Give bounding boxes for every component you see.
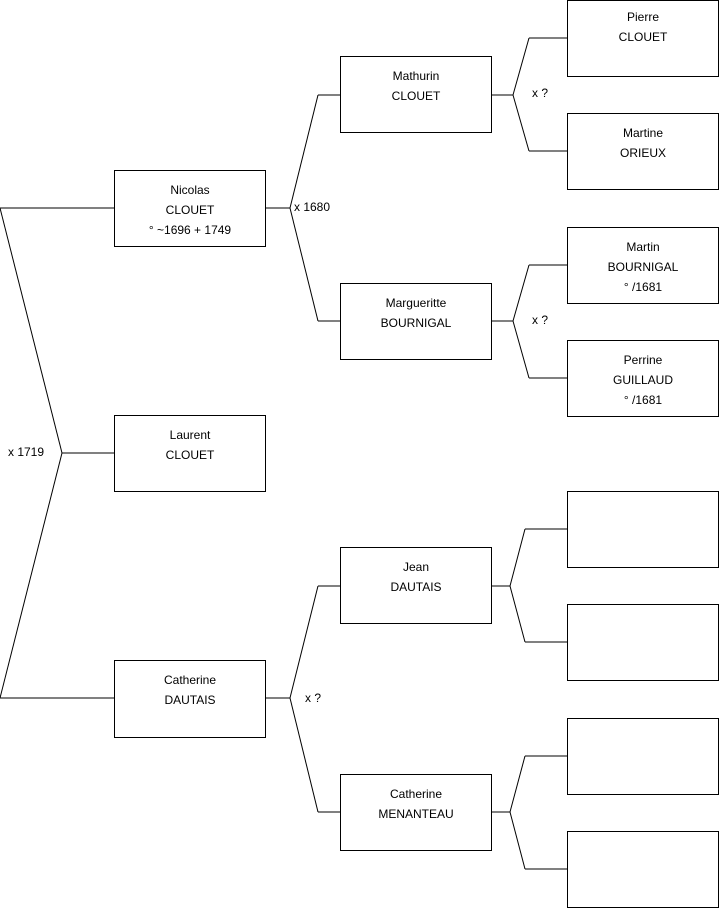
union-label-marguerite-parents: x ? — [532, 313, 549, 327]
first-name: Laurent — [169, 428, 211, 442]
union-label-nicolas-parents: x 1680 — [294, 200, 331, 214]
last-name: MENANTEAU — [378, 807, 454, 821]
person-box-empty-4[interactable] — [567, 831, 719, 908]
person-box-mathurin[interactable]: Mathurin CLOUET — [340, 56, 492, 133]
person-box-jean[interactable]: Jean DAUTAIS — [340, 547, 492, 624]
last-name: CLOUET — [391, 89, 441, 103]
first-name: Catherine — [389, 787, 443, 801]
first-name: Perrine — [623, 353, 663, 367]
first-name: Pierre — [626, 10, 659, 24]
last-name: BOURNIGAL — [607, 260, 679, 274]
first-name: Catherine — [163, 673, 217, 687]
person-box-empty-2[interactable] — [567, 604, 719, 681]
first-name: Martin — [626, 240, 660, 254]
union-label-mathurin-parents: x ? — [532, 86, 549, 100]
person-box-laurent[interactable]: Laurent CLOUET — [114, 415, 266, 492]
person-box-catherine-menanteau[interactable]: Catherine MENANTEAU — [340, 774, 492, 851]
person-box-perrine[interactable]: Perrine GUILLAUD ° /1681 — [567, 340, 719, 417]
last-name: DAUTAIS — [390, 580, 442, 594]
last-name: GUILLAUD — [612, 373, 674, 387]
first-name: Mathurin — [392, 69, 440, 83]
last-name: ORIEUX — [619, 146, 666, 160]
person-box-empty-1[interactable] — [567, 491, 719, 568]
person-box-martine[interactable]: Martine ORIEUX — [567, 113, 719, 190]
first-name: Margueritte — [385, 296, 447, 310]
last-name: BOURNIGAL — [380, 316, 452, 330]
union-label-parents: x 1719 — [8, 445, 45, 459]
person-box-martin[interactable]: Martin BOURNIGAL ° /1681 — [567, 227, 719, 304]
first-name: Martine — [622, 126, 663, 140]
last-name: DAUTAIS — [164, 693, 216, 707]
last-name: CLOUET — [165, 203, 215, 217]
first-name: Jean — [402, 560, 430, 574]
person-box-catherine-dautais[interactable]: Catherine DAUTAIS — [114, 660, 266, 738]
first-name: Nicolas — [170, 183, 210, 197]
union-label-catherine-parents: x ? — [305, 691, 322, 705]
person-box-empty-3[interactable] — [567, 718, 719, 795]
life-dates: ° /1681 — [623, 393, 663, 407]
last-name: CLOUET — [165, 448, 215, 462]
life-dates: ° /1681 — [623, 280, 663, 294]
person-box-pierre[interactable]: Pierre CLOUET — [567, 0, 719, 77]
last-name: CLOUET — [618, 30, 668, 44]
life-dates: ° ~1696 + 1749 — [148, 223, 232, 237]
person-box-nicolas[interactable]: Nicolas CLOUET ° ~1696 + 1749 — [114, 170, 266, 247]
person-box-margueritte[interactable]: Margueritte BOURNIGAL — [340, 283, 492, 360]
